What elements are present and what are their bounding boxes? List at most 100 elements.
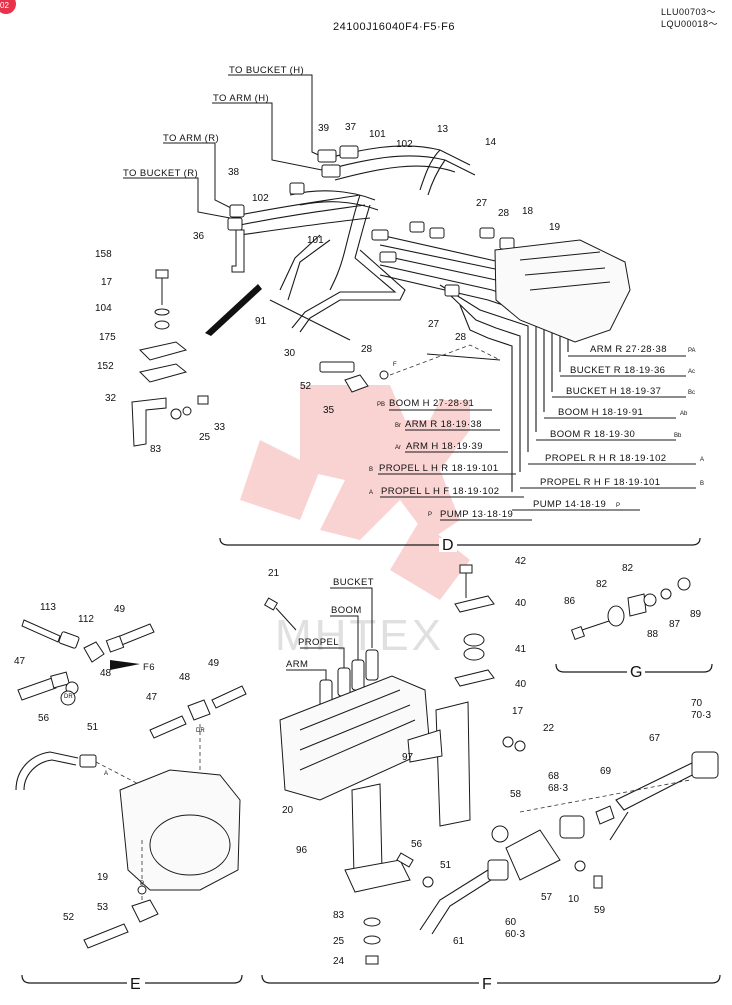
- part-19-upper: 19: [549, 222, 561, 233]
- label-arm-r-left: ARM R 18·19·38: [405, 419, 482, 430]
- part-49-top: 49: [114, 604, 126, 615]
- part-102-mid: 102: [252, 193, 269, 204]
- label-boom-h-right: BOOM H 18·19·91: [558, 407, 643, 418]
- label-propel-rh-r: PROPEL R H R 18·19·102: [545, 453, 666, 464]
- part-33: 33: [214, 422, 226, 433]
- label-to-arm-r: TO ARM (R): [163, 133, 219, 144]
- label-a-port: A: [104, 771, 108, 777]
- part-59: 59: [594, 905, 606, 916]
- section-f-letter: F: [482, 976, 492, 993]
- part-68-3: 68·3: [548, 783, 568, 794]
- part-37: 37: [345, 122, 357, 133]
- part-28-upper: 28: [498, 208, 510, 219]
- part-68: 68: [548, 771, 560, 782]
- part-38: 38: [228, 167, 240, 178]
- part-56-e: 56: [38, 713, 50, 724]
- section-d-bracket: [219, 537, 701, 546]
- port-ac: Ac: [688, 369, 695, 375]
- label-to-arm-h: TO ARM (H): [213, 93, 269, 104]
- part-48-right: 48: [179, 672, 191, 683]
- part-40-top: 40: [515, 598, 527, 609]
- part-60-3: 60·3: [505, 929, 525, 940]
- part-101-top: 101: [369, 129, 386, 140]
- drawing-code: 24100J16040F4·F5·F6: [333, 21, 455, 33]
- label-boom-r-right: BOOM R 18·19·30: [550, 429, 635, 440]
- watermark-text: MHTEX: [275, 611, 444, 660]
- serial-range-2: LQU00018～: [661, 19, 718, 29]
- part-14: 14: [485, 137, 497, 148]
- part-36: 36: [193, 231, 205, 242]
- part-51-e: 51: [87, 722, 99, 733]
- port-bb: Bb: [674, 433, 682, 439]
- part-82-left: 82: [596, 579, 608, 590]
- part-175: 175: [99, 332, 116, 343]
- label-dr-small: DR: [64, 694, 73, 700]
- part-83-left: 83: [150, 444, 162, 455]
- part-57: 57: [541, 892, 553, 903]
- label-bucket-h-right: BUCKET H 18·19·37: [566, 386, 661, 397]
- label-boom-h-left: BOOM H 27·28·91: [389, 398, 474, 409]
- part-49-right: 49: [208, 658, 220, 669]
- label-pump-14: PUMP 14·18·19: [533, 499, 606, 510]
- part-28-mid: 28: [361, 344, 373, 355]
- part-17-f: 17: [512, 706, 524, 717]
- part-47-left: 47: [14, 656, 26, 667]
- port-p: P: [616, 503, 620, 509]
- part-97: 97: [402, 752, 414, 763]
- part-13: 13: [437, 124, 449, 135]
- label-propel-spool: PROPEL: [298, 637, 339, 648]
- part-40-bottom: 40: [515, 679, 527, 690]
- label-f6: F6: [143, 662, 155, 673]
- part-152: 152: [97, 361, 114, 372]
- part-22: 22: [543, 723, 555, 734]
- part-42: 42: [515, 556, 527, 567]
- part-32: 32: [105, 393, 117, 404]
- section-g-labels: 86 82 82 88 87 89 G: [564, 563, 702, 681]
- part-10: 10: [568, 894, 580, 905]
- section-d-letter: D: [442, 537, 454, 554]
- section-d-labels: TO BUCKET (H) TO ARM (H) TO ARM (R) TO B…: [123, 65, 704, 554]
- port-pl: P: [428, 512, 432, 518]
- part-91: 91: [255, 316, 267, 327]
- serial-range-1: LLU00703～: [661, 7, 716, 17]
- part-96: 96: [296, 845, 308, 856]
- section-f-labels: BUCKET BOOM PROPEL ARM 21 42 40 41 40 17…: [268, 556, 711, 993]
- part-60: 60: [505, 917, 517, 928]
- part-112: 112: [78, 614, 94, 625]
- part-51-f: 51: [440, 860, 452, 871]
- part-17-left: 17: [101, 277, 113, 288]
- part-69: 69: [600, 766, 612, 777]
- part-52-d: 52: [300, 381, 312, 392]
- label-arm-h-left: ARM H 18·19·39: [406, 441, 483, 452]
- port-ar: Ar: [395, 445, 401, 451]
- section-e-artwork: [15, 619, 247, 949]
- label-pump-13: PUMP 13·18·19: [440, 509, 513, 520]
- part-47-right: 47: [146, 692, 158, 703]
- part-48-left: 48: [100, 668, 112, 679]
- part-25-left: 25: [199, 432, 211, 443]
- part-35: 35: [323, 405, 335, 416]
- part-88: 88: [647, 629, 659, 640]
- port-pb: PB: [377, 402, 385, 408]
- port-b: B: [700, 481, 704, 487]
- port-a: A: [700, 457, 704, 463]
- part-53: 53: [97, 902, 109, 913]
- label-dr: DR: [196, 728, 205, 734]
- part-70-3: 70·3: [691, 710, 711, 721]
- part-158: 158: [95, 249, 112, 260]
- section-d-part-numbers: 39 37 101 13 14 102 38 102 36 101 27 28 …: [95, 122, 561, 455]
- port-pa: PA: [688, 348, 696, 354]
- part-101-mid: 101: [307, 235, 324, 246]
- part-56-f: 56: [411, 839, 423, 850]
- part-28-lower: 28: [455, 332, 467, 343]
- part-104: 104: [95, 303, 112, 314]
- label-propel-rh-f: PROPEL R H F 18·19·101: [540, 477, 660, 488]
- part-102-top: 102: [396, 139, 413, 150]
- corner-badge: 02: [0, 0, 16, 14]
- part-18-upper: 18: [522, 206, 534, 217]
- part-27-upper: 27: [476, 198, 488, 209]
- part-82-right: 82: [622, 563, 634, 574]
- corner-badge-text: 02: [0, 1, 9, 10]
- port-al: A: [369, 490, 373, 496]
